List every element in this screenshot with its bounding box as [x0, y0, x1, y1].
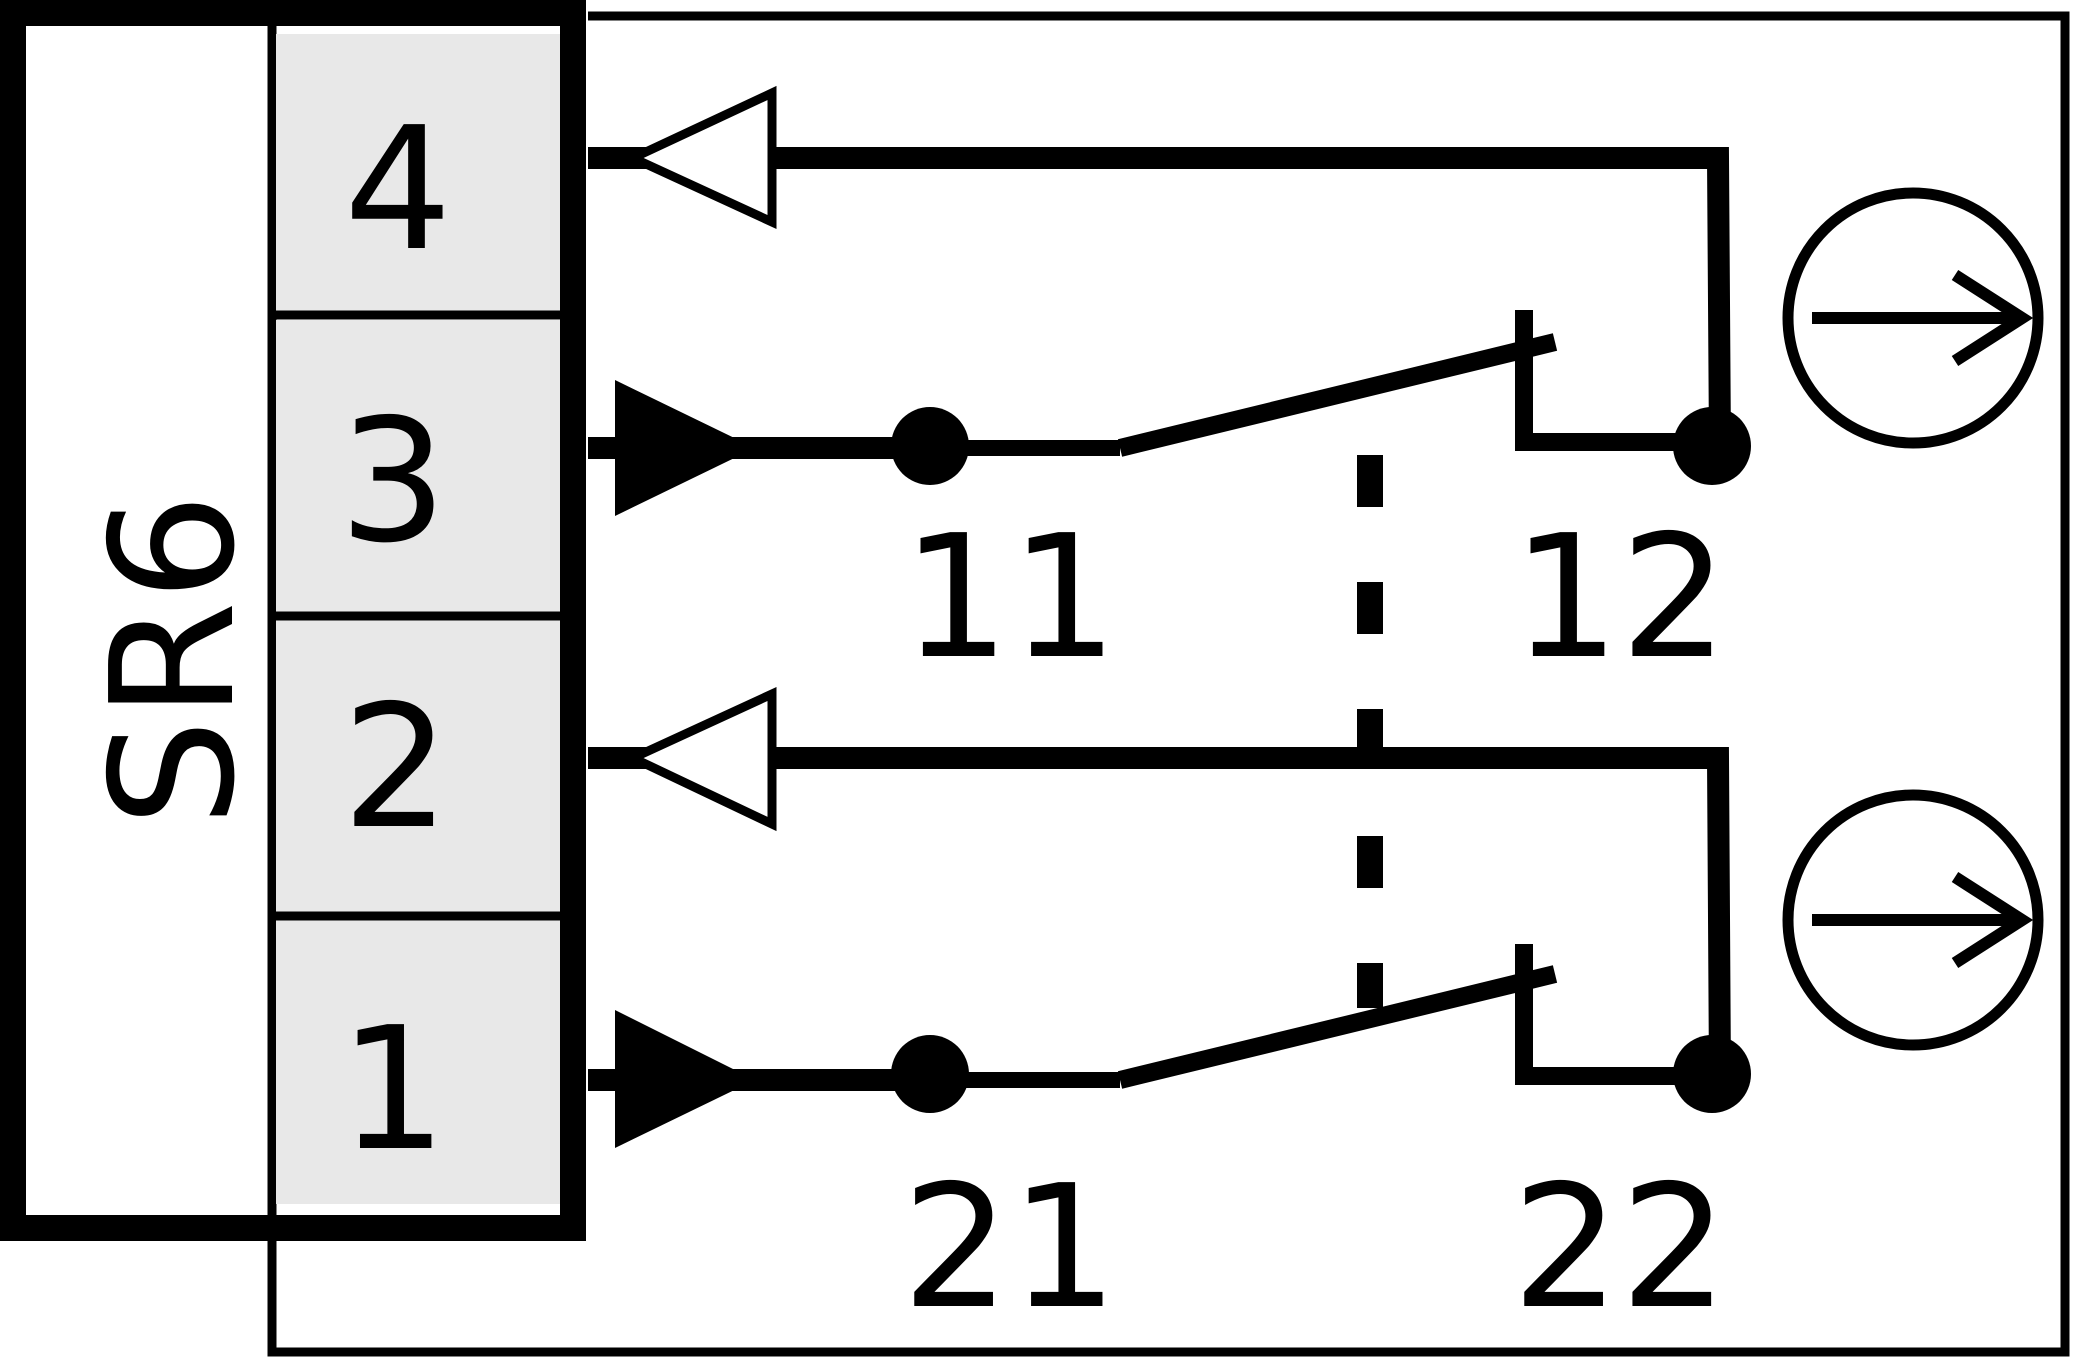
pin-number-2: 2	[342, 669, 450, 867]
contact-stop-1	[1515, 310, 1710, 451]
arrow-out-circle-icon	[1782, 187, 2044, 449]
pin-cell-2	[276, 620, 560, 912]
outer-frame	[267, 11, 2070, 1357]
hollow-arrow-icon	[622, 686, 777, 832]
switch-blade-1	[1117, 333, 1558, 457]
terminal-label-22: 22	[1512, 1149, 1728, 1347]
terminal-dot-icon	[891, 1035, 969, 1113]
return-wire-4	[588, 147, 1731, 449]
switch-blade-2	[1117, 965, 1558, 1089]
terminal-dot-icon	[891, 407, 969, 485]
pin-cells	[272, 34, 560, 1204]
connector-label: SR6	[75, 493, 273, 827]
terminal-dot-icon	[1673, 1035, 1751, 1113]
contact-stop-2	[1515, 944, 1710, 1085]
pin-cell-3	[276, 320, 560, 612]
filled-arrow-icon	[615, 380, 755, 516]
terminal-label-12: 12	[1512, 499, 1728, 697]
pin-cell-4	[276, 34, 560, 312]
terminal-label-11: 11	[902, 499, 1118, 697]
return-wire-2	[588, 747, 1731, 1079]
pin-number-3: 3	[339, 383, 447, 581]
arrow-out-circle-icon	[1782, 789, 2044, 1051]
pin-number-4: 4	[344, 91, 452, 289]
pin-cell-1	[276, 920, 560, 1204]
pin-number-1: 1	[339, 991, 447, 1189]
contact-1	[588, 147, 1731, 459]
hollow-arrow-icon	[622, 85, 777, 230]
terminal-label-21: 21	[902, 1149, 1118, 1347]
terminal-dot-icon	[1673, 407, 1751, 485]
filled-arrow-icon	[615, 1010, 755, 1148]
